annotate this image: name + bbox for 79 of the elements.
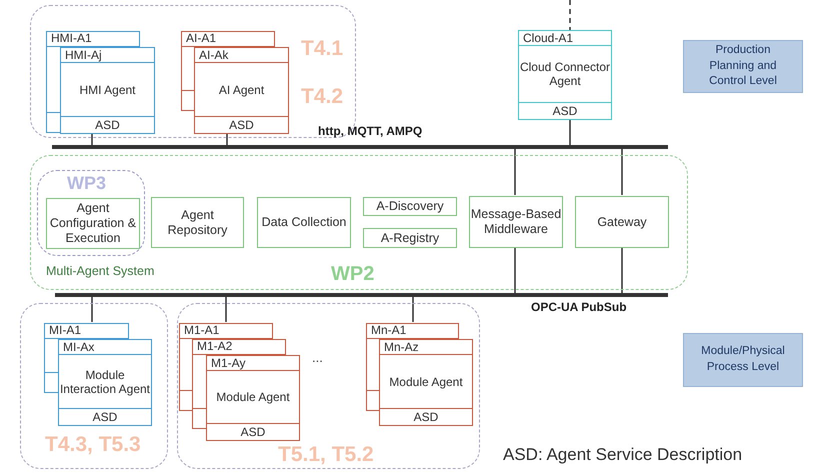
connector-line [514, 247, 516, 293]
dashed-group-frame [177, 303, 480, 469]
agent-card [379, 339, 473, 426]
task-label: T4.3, T5.3 [45, 433, 141, 457]
connector-line [226, 133, 228, 145]
component-box [575, 196, 669, 248]
agent-card [192, 339, 286, 355]
agent-card [366, 323, 459, 339]
agent-id: M1-A2 [197, 339, 232, 353]
component-box [469, 196, 563, 248]
protocol-label: http, MQTT, AMPQ [318, 124, 422, 138]
component-label: Agent Repository [166, 208, 228, 238]
asd-label: ASD [229, 118, 254, 132]
task-label: T4.1 [301, 37, 344, 61]
component-box [363, 197, 457, 216]
agent-id: MI-A1 [49, 323, 82, 337]
agent-name: Module Agent [216, 390, 290, 404]
agent-card [44, 323, 129, 339]
task-label: T5.1, T5.2 [278, 443, 374, 467]
agent-card [181, 31, 275, 47]
agent-card [58, 339, 152, 426]
asd-label: ASD [95, 118, 120, 132]
agent-id: AI-A1 [186, 31, 216, 45]
component-label: Gateway [597, 214, 647, 230]
legend-note: ASD: Agent Service Description [503, 445, 742, 465]
work-package-label: WP3 [67, 173, 106, 194]
component-label: A-Discovery [376, 199, 444, 214]
agent-name: Module Agent [389, 374, 463, 388]
agent-name: HMI Agent [79, 82, 136, 96]
asd-label: ASD [240, 425, 266, 439]
asd-label: ASD [552, 104, 578, 118]
agent-id: AI-Ak [199, 48, 228, 62]
connector-line [569, 120, 571, 145]
agent-id: HMI-A1 [51, 31, 92, 45]
component-box [257, 197, 351, 248]
agent-id: Mn-A1 [371, 323, 406, 337]
level-label: Production Planning and Control Level [708, 43, 778, 90]
connector-line [569, 0, 571, 30]
ellipsis-label: ... [312, 350, 323, 365]
dashed-group-frame [30, 155, 688, 290]
connector-line [91, 297, 93, 322]
agent-name: Module Interaction Agent [59, 368, 151, 396]
component-box [151, 197, 244, 248]
agent-name: AI Agent [218, 82, 264, 96]
agent-card [194, 47, 289, 134]
agent-id: Cloud-A1 [523, 31, 574, 45]
level-box [683, 333, 803, 387]
connector-line [91, 133, 93, 145]
component-box [363, 228, 457, 248]
agent-id: M1-Ay [211, 356, 246, 370]
connector-line [514, 149, 516, 195]
agent-card [518, 30, 612, 120]
agent-id: MI-Ax [63, 340, 94, 354]
asd-label: ASD [414, 410, 438, 424]
work-package-label: WP2 [331, 263, 374, 286]
dashed-group-frame [20, 303, 168, 469]
component-label: A-Registry [380, 230, 440, 246]
component-label: Agent Configuration & Execution [48, 201, 138, 246]
agent-card [60, 47, 155, 134]
agent-card [46, 31, 140, 47]
connector-line [621, 149, 623, 195]
protocol-label: OPC-UA PubSub [531, 300, 627, 314]
asd-label: ASD [92, 410, 118, 424]
connector-line [621, 247, 623, 293]
agent-name: Cloud Connector Agent [519, 60, 611, 88]
component-label: Data Collection [262, 215, 346, 230]
connector-line [412, 297, 414, 322]
level-label: Module/Physical Process Level [700, 344, 786, 375]
level-box [683, 40, 803, 93]
agent-card [206, 355, 300, 441]
component-label: Message-Based Middleware [470, 207, 562, 237]
connector-line [225, 297, 227, 322]
agent-id: HMI-Aj [65, 48, 102, 62]
task-label: T4.2 [301, 85, 344, 109]
agent-card [179, 323, 273, 339]
agent-id: M1-A1 [184, 323, 220, 337]
dashed-group-frame [37, 170, 145, 256]
system-label: Multi-Agent System [46, 264, 154, 278]
agent-id: Mn-Az [384, 340, 419, 354]
